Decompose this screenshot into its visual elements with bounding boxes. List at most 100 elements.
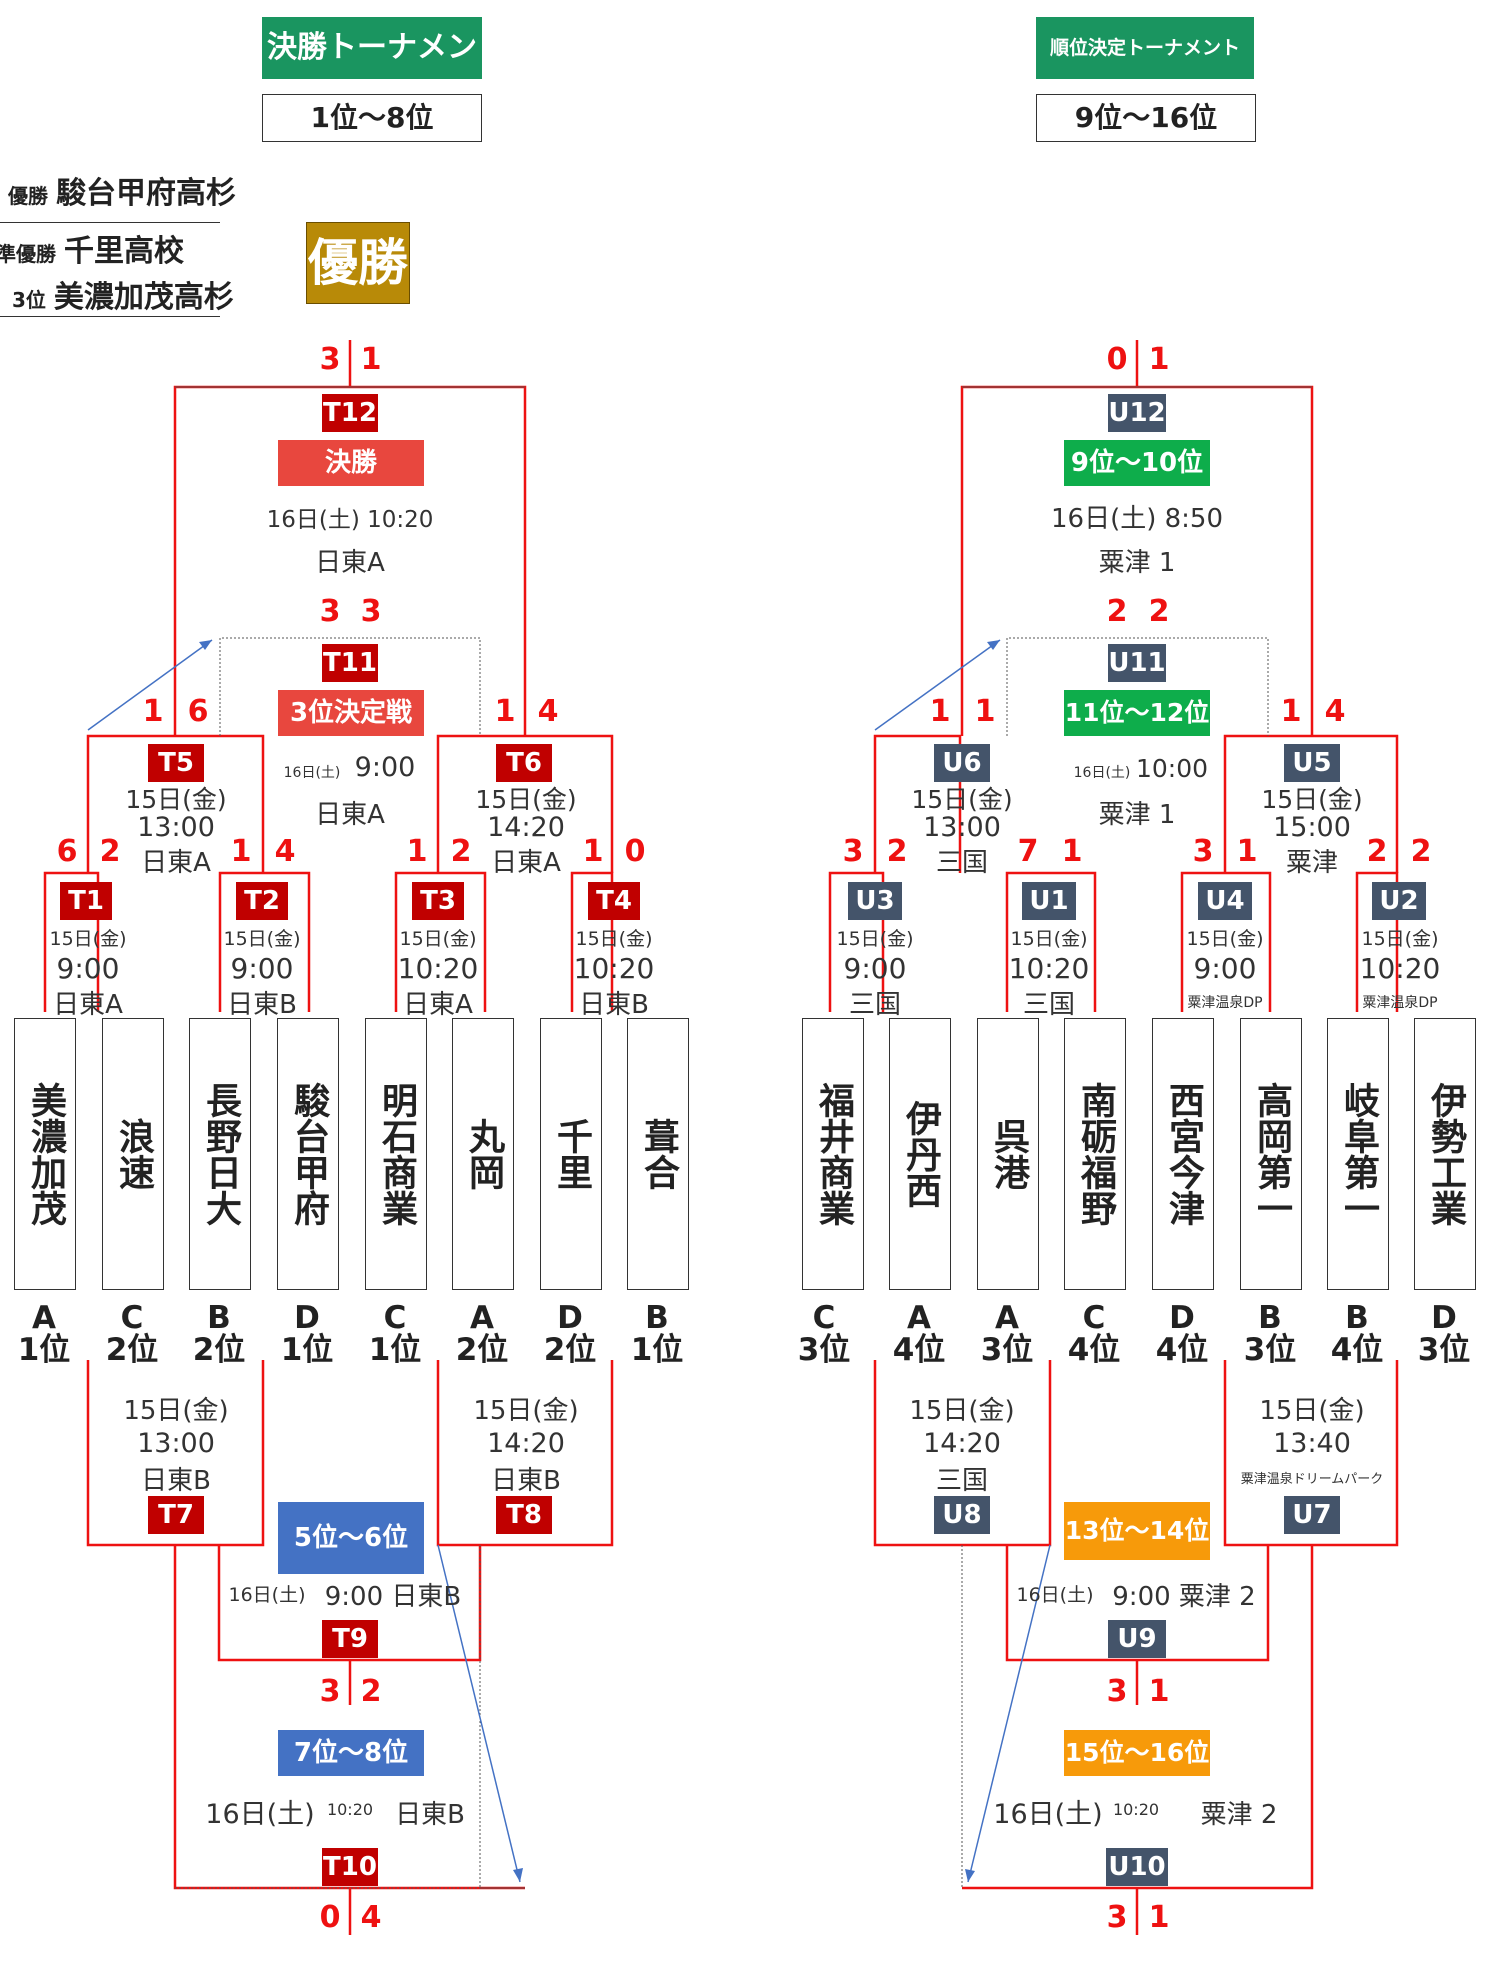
left-header: 決勝トーナメント	[262, 17, 482, 127]
match-tag-U9: U9	[1108, 1620, 1166, 1658]
team-box: 千里	[540, 1018, 602, 1290]
match-venue: 粟津温泉DP	[1187, 995, 1263, 1011]
match-time: 13:00	[137, 812, 215, 843]
match-venue: 日東A	[53, 990, 123, 1020]
match-venue: 粟津 1	[1098, 548, 1176, 578]
score: 1	[974, 694, 996, 729]
match-venue: 日東B	[227, 990, 297, 1020]
match-time: 14:20	[923, 1428, 1001, 1459]
match-title-15-16: 15位〜16位	[1064, 1730, 1210, 1776]
team-box: 高岡第一	[1240, 1018, 1302, 1290]
match-time: 9:00	[843, 952, 907, 985]
match-title-9-10: 9位〜10位	[1064, 440, 1210, 486]
team-box: 南砺福野	[1064, 1018, 1126, 1290]
team-box: 呉港	[977, 1018, 1039, 1290]
match-tag-T7: T7	[148, 1496, 204, 1534]
score: 3	[842, 834, 864, 869]
match-time: 9:00	[354, 752, 416, 783]
score: 4	[537, 694, 559, 729]
score: 1	[142, 694, 164, 729]
match-tag-T3: T3	[412, 882, 464, 920]
match-date: 15日(金)	[836, 928, 914, 950]
match-tag-T10: T10	[322, 1848, 378, 1886]
score: 2	[99, 834, 121, 869]
score: 6	[56, 834, 78, 869]
score: 0	[624, 834, 646, 869]
score: 2	[1366, 834, 1388, 869]
match-date: 15日(金)	[475, 785, 577, 814]
match-tag-T2: T2	[236, 882, 288, 920]
match-date: 15日(金)	[575, 928, 653, 950]
score: 1	[360, 342, 382, 377]
match-date: 15日(金)	[909, 1396, 1015, 1426]
match-title-13-14: 13位〜14位	[1064, 1502, 1210, 1560]
score: 2	[1148, 594, 1170, 629]
match-venue: 粟津	[1285, 848, 1338, 878]
match-date: 15日(金)	[1259, 1396, 1365, 1426]
score: 1	[1148, 1674, 1170, 1709]
match-venue: 日東B	[491, 1466, 561, 1496]
match-time: 15:00	[1273, 812, 1351, 843]
match-title-third-place: 3位決定戦	[278, 690, 424, 736]
match-venue: 三国	[935, 848, 988, 878]
match-date: 15日(金)	[399, 928, 477, 950]
match-time: 10:20	[326, 1800, 374, 1819]
match-venue: 三国	[848, 990, 901, 1020]
match-venue: 三国	[1022, 990, 1075, 1020]
match-time: 10:20	[1112, 1800, 1160, 1819]
divider	[0, 222, 220, 223]
team-name: 美濃加茂	[25, 1082, 66, 1226]
match-time: 10:20	[1008, 952, 1090, 985]
team-box: 葺合	[627, 1018, 689, 1290]
match-tag-U10: U10	[1106, 1848, 1168, 1886]
team-box: 明石商業	[365, 1018, 427, 1290]
result-champion: 優勝駿台甲府高杉	[8, 176, 236, 211]
match-venue: 粟津 1	[1098, 800, 1176, 830]
match-date: 16日(土)	[205, 1799, 315, 1830]
team-box: 丸岡	[452, 1018, 514, 1290]
match-tag-T11: T11	[322, 644, 378, 682]
score: 1	[494, 694, 516, 729]
match-date: 15日(金)	[1261, 785, 1363, 814]
score: 1	[230, 834, 252, 869]
score: 2	[360, 1674, 382, 1709]
match-venue: 日東B	[579, 990, 649, 1020]
match-tag-U11: U11	[1108, 644, 1166, 682]
match-venue: 日東B	[141, 1466, 211, 1496]
score: 1	[929, 694, 951, 729]
team-name: 千里	[551, 1118, 592, 1190]
result-runner-up: 準優勝千里高校	[0, 234, 184, 269]
match-tag-U2: U2	[1372, 882, 1426, 920]
team-name: 長野日大	[200, 1082, 241, 1226]
team-name: 呉港	[988, 1118, 1029, 1190]
match-date: 15日(金)	[473, 1396, 579, 1426]
match-tag-U8: U8	[934, 1496, 990, 1534]
right-range: 9位〜16位	[1036, 94, 1256, 142]
score: 4	[1324, 694, 1346, 729]
score: 3	[319, 1674, 341, 1709]
match-time: 10:20	[397, 952, 479, 985]
team-box: 西宮今津	[1152, 1018, 1214, 1290]
match-tag-U4: U4	[1198, 882, 1252, 920]
score: 1	[1148, 1900, 1170, 1935]
match-date: 15日(金)	[1186, 928, 1264, 950]
match-time-venue: 9:00 粟津 2	[1112, 1582, 1256, 1612]
score: 0	[1106, 342, 1128, 377]
match-tag-U3: U3	[848, 882, 902, 920]
match-time: 9:00	[56, 952, 120, 985]
match-tag-U1: U1	[1022, 882, 1076, 920]
team-name: 伊勢工業	[1425, 1082, 1466, 1226]
match-date: 15日(金)	[125, 785, 227, 814]
score: 1	[406, 834, 428, 869]
match-time: 9:00	[230, 952, 294, 985]
match-datetime: 16日(土) 8:50	[1050, 504, 1224, 534]
match-tag-T6: T6	[496, 744, 552, 782]
